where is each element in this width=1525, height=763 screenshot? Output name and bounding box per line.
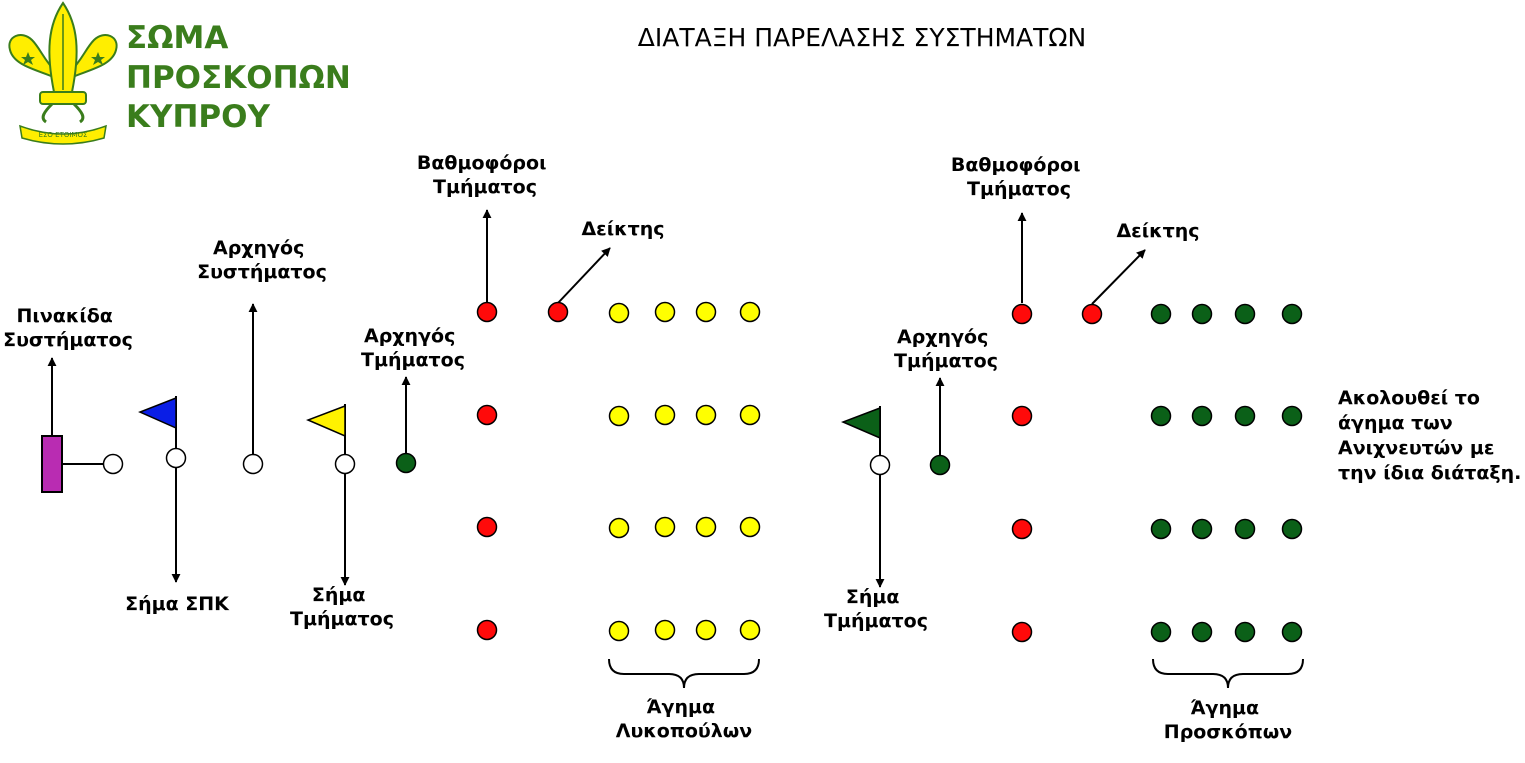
scout-member: [1234, 405, 1256, 427]
cub-flag: [306, 404, 346, 438]
scout-flag: [841, 406, 881, 440]
scout-member: [1191, 621, 1213, 643]
cub-unit-brace: [608, 658, 760, 689]
group-leader-label: Αρχηγός Συστήματος: [197, 237, 327, 283]
person-markers: [102, 301, 1103, 476]
spk-sign-label: Σήμα ΣΠΚ: [125, 593, 230, 615]
scout-member: [1150, 518, 1172, 540]
org-name-line-1: ΣΩΜΑ: [126, 20, 228, 56]
scout-pointer-arrow: [1091, 249, 1146, 305]
scout-member: [1234, 621, 1256, 643]
scout-member: [1150, 621, 1172, 643]
scout-rank-holder: [1011, 405, 1033, 427]
scout-member: [1281, 405, 1303, 427]
cub-rank-holder: [476, 516, 498, 538]
cub-member: [695, 516, 717, 538]
motto-ribbon: ΕΣΟ ΕΤΟΙΜΟΣ: [19, 124, 107, 145]
scout-member: [1234, 518, 1256, 540]
cub-unit-label: Άγημα Λυκοπούλων: [616, 696, 753, 742]
scout-member: [1191, 303, 1213, 325]
cub-section-sign-label: Σήμα Τμήματος: [290, 584, 394, 630]
scout-rank-holders-label: Βαθμοφόροι Τμήματος: [951, 154, 1087, 200]
scout-member: [1281, 303, 1303, 325]
spk-sign-bearer: [165, 447, 187, 469]
scout-rank-holder: [1011, 621, 1033, 643]
scout-pointer-label: Δείκτης: [1116, 220, 1199, 242]
scout-member: [1150, 303, 1172, 325]
scout-rank-holder: [1011, 303, 1033, 325]
scout-member: [1281, 518, 1303, 540]
cub-member: [739, 516, 761, 538]
cub-rank-holders: [476, 301, 498, 641]
scout-pointer: [1081, 303, 1103, 325]
cub-member: [654, 301, 676, 323]
cub-section-leader-label: Αρχηγός Τμήματος: [361, 325, 465, 371]
cub-member: [739, 301, 761, 323]
scout-rank-holders: [1011, 303, 1033, 643]
scout-section-leader-label: Αρχηγός Τμήματος: [894, 326, 998, 372]
cub-rank-holder: [476, 619, 498, 641]
fleur-de-lis-icon: [8, 1, 118, 124]
cub-member: [608, 302, 630, 324]
follow-note: Ακολουθεί το άγημα των Ανιχνευτών με την…: [1338, 387, 1521, 484]
cub-member: [739, 404, 761, 426]
group-sign-label: Πινακίδα Συστήματος: [3, 305, 133, 351]
cub-rank-holder: [476, 301, 498, 323]
scout-unit-label: Άγημα Προσκόπων: [1164, 697, 1292, 743]
cub-member: [608, 620, 630, 642]
scout-unit-brace: [1152, 658, 1304, 689]
cub-section-leader: [395, 452, 417, 474]
org-name-line-3: ΚΥΠΡΟΥ: [126, 99, 270, 135]
cub-pointer: [547, 301, 569, 323]
cub-member: [654, 516, 676, 538]
scout-rank-holder: [1011, 518, 1033, 540]
cub-pointer-label: Δείκτης: [581, 218, 664, 240]
cub-rank-holders-label: Βαθμοφόροι Τμήματος: [417, 152, 553, 198]
cub-pointer-arrow: [557, 247, 611, 304]
scout-member: [1191, 518, 1213, 540]
scout-unit-formation: [1150, 303, 1303, 643]
group-leader: [242, 453, 264, 475]
scout-section-leader: [929, 454, 951, 476]
cub-member: [654, 619, 676, 641]
cub-member: [695, 301, 717, 323]
org-name-line-2: ΠΡΟΣΚΟΠΩΝ: [126, 60, 351, 96]
cub-member: [739, 619, 761, 641]
cub-rank-holder: [476, 404, 498, 426]
scout-member: [1150, 405, 1172, 427]
cub-member: [695, 404, 717, 426]
scout-member: [1234, 303, 1256, 325]
cub-member: [654, 404, 676, 426]
scout-section-sign-bearer: [869, 454, 891, 476]
cub-section-sign-bearer: [334, 453, 356, 475]
scout-member: [1191, 405, 1213, 427]
cub-member: [608, 517, 630, 539]
page-title: ΔΙΑΤΑΞΗ ΠΑΡΕΛΑΣΗΣ ΣΥΣΤΗΜΑΤΩΝ: [638, 23, 1087, 52]
scout-section-sign-label: Σήμα Τμήματος: [824, 586, 928, 632]
cub-member: [695, 619, 717, 641]
motto-text: ΕΣΟ ΕΤΟΙΜΟΣ: [39, 131, 88, 139]
scout-member: [1281, 621, 1303, 643]
cub-member: [608, 405, 630, 427]
cub-unit-formation: [608, 301, 761, 642]
group-sign-bearer: [102, 453, 124, 475]
spk-flag: [138, 396, 177, 430]
group-sign-board: [41, 435, 63, 493]
